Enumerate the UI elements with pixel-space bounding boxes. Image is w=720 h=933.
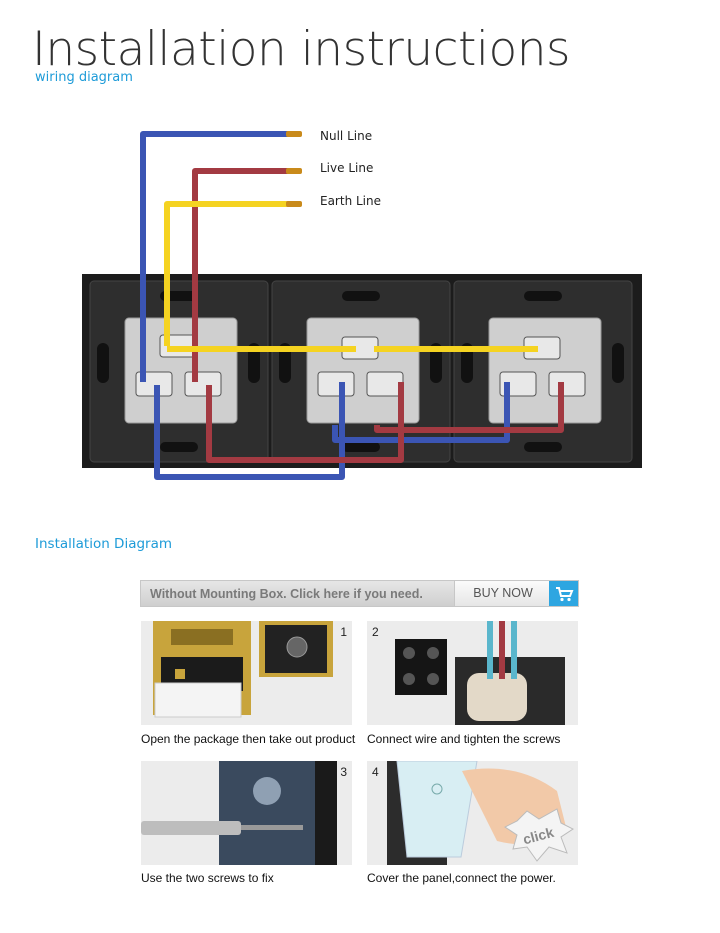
click-badge: click — [521, 824, 555, 848]
dimmer-knob-icon — [286, 636, 308, 658]
wiring-diagram — [82, 131, 642, 480]
step-2-image: 2 — [367, 621, 578, 725]
live-line-label: Live Line — [320, 161, 374, 175]
null-wire — [140, 131, 510, 480]
step-1-caption: Open the package then take out product — [141, 732, 356, 746]
earth-line-label: Earth Line — [320, 194, 382, 208]
earth-wire — [164, 201, 538, 352]
wire-tips — [286, 131, 302, 207]
panel-cover-illustration: click — [387, 761, 574, 865]
buy-now-button[interactable]: BUY NOW — [454, 581, 551, 606]
step-3-number: 3 — [340, 765, 347, 779]
mounting-box-banner[interactable]: Without Mounting Box. Click here if you … — [140, 580, 579, 607]
live-wire — [192, 168, 564, 463]
null-line-label: Null Line — [320, 129, 373, 143]
wiring-connection-illustration — [395, 621, 565, 725]
step-1-image: 1 — [141, 621, 352, 725]
banner-text[interactable]: Without Mounting Box. Click here if you … — [150, 587, 423, 601]
page-subtitle: wiring diagram — [35, 70, 133, 85]
step-3-caption: Use the two screws to fix — [141, 871, 274, 885]
cart-icon[interactable] — [549, 581, 578, 606]
socket-module-3 — [488, 317, 602, 424]
step-2-number: 2 — [372, 625, 379, 639]
screw-fixing-illustration — [141, 761, 337, 865]
step-1-number: 1 — [340, 625, 347, 639]
step-3-image: 3 — [141, 761, 352, 865]
socket-modules — [124, 317, 602, 424]
step-2-caption: Connect wire and tighten the screws — [367, 732, 561, 746]
step-4-caption: Cover the panel,connect the power. — [367, 871, 556, 885]
step-4-number: 4 — [372, 765, 379, 779]
screwdriver-icon — [141, 821, 241, 835]
step-4-image: click 4 — [367, 761, 578, 865]
touch-button-icon — [431, 783, 443, 795]
product-package-illustration — [153, 621, 333, 718]
socket-module-2 — [306, 317, 420, 424]
mounting-slots — [97, 291, 624, 452]
installation-heading: Installation Diagram — [35, 536, 173, 552]
page-title: Installation instructions — [32, 22, 570, 77]
